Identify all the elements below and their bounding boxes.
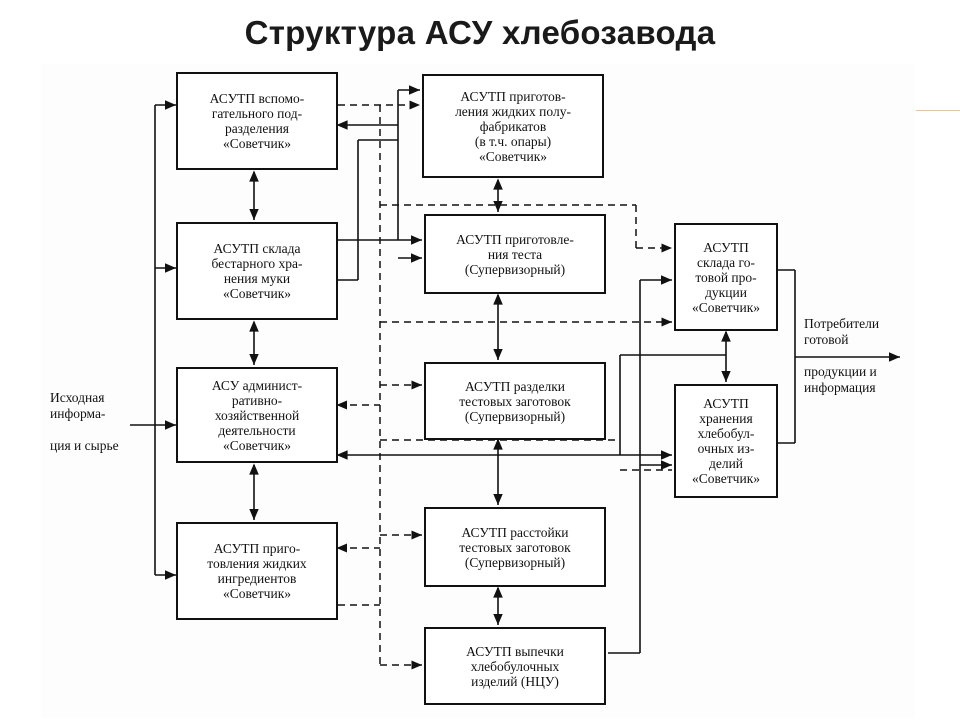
box-cutting: АСУТП разделки тестовых заготовок (Супер… bbox=[424, 362, 606, 440]
slide-title: Структура АСУ хлебозавода bbox=[244, 14, 716, 51]
output-label: Потребители готовой продукции и информац… bbox=[804, 316, 880, 395]
box-aux-subdivision-label: АСУТП вспомо- гательного под- разделения… bbox=[209, 91, 305, 151]
box-finished-goods-storage-label: АСУТП склада го- товой про- дукции «Сове… bbox=[691, 239, 760, 315]
box-liquid-ingredients-label: АСУТП приго- товления жидких ингредиенто… bbox=[207, 541, 307, 601]
box-flour-storage: АСУТП склада бестарного хра- нения муки … bbox=[176, 222, 338, 320]
box-finished-goods-storage: АСУТП склада го- товой про- дукции «Сове… bbox=[674, 223, 778, 331]
box-flour-storage-label: АСУТП склада бестарного хра- нения муки … bbox=[211, 241, 303, 301]
input-label: Исходная информа- ция и сырье bbox=[50, 390, 119, 453]
decorative-line bbox=[916, 110, 960, 111]
box-semi-products-label: АСУТП приготов- ления жидких полу- фабри… bbox=[455, 88, 571, 164]
box-bakery-storage: АСУТП хранения хлебобул- очных из- делий… bbox=[674, 384, 778, 498]
box-admin: АСУ админист- ративно- хозяйственной дея… bbox=[176, 367, 338, 463]
box-liquid-ingredients: АСУТП приго- товления жидких ингредиенто… bbox=[176, 522, 338, 620]
box-bakery-storage-label: АСУТП хранения хлебобул- очных из- делий… bbox=[691, 396, 760, 486]
box-proofing: АСУТП расстойки тестовых заготовок (Супе… bbox=[424, 507, 606, 587]
box-cutting-label: АСУТП разделки тестовых заготовок (Супер… bbox=[459, 378, 571, 424]
box-dough: АСУТП приготовле- ния теста (Супервизорн… bbox=[424, 214, 606, 294]
box-admin-label: АСУ админист- ративно- хозяйственной дея… bbox=[211, 377, 303, 453]
box-baking-label: АСУТП выпечки хлебобулочных изделий (НЦУ… bbox=[466, 643, 564, 689]
box-proofing-label: АСУТП расстойки тестовых заготовок (Супе… bbox=[459, 524, 571, 570]
box-dough-label: АСУТП приготовле- ния теста (Супервизорн… bbox=[456, 231, 574, 277]
box-aux-subdivision: АСУТП вспомо- гательного под- разделения… bbox=[176, 72, 338, 170]
box-baking: АСУТП выпечки хлебобулочных изделий (НЦУ… bbox=[424, 627, 606, 705]
box-semi-products: АСУТП приготов- ления жидких полу- фабри… bbox=[422, 74, 604, 178]
